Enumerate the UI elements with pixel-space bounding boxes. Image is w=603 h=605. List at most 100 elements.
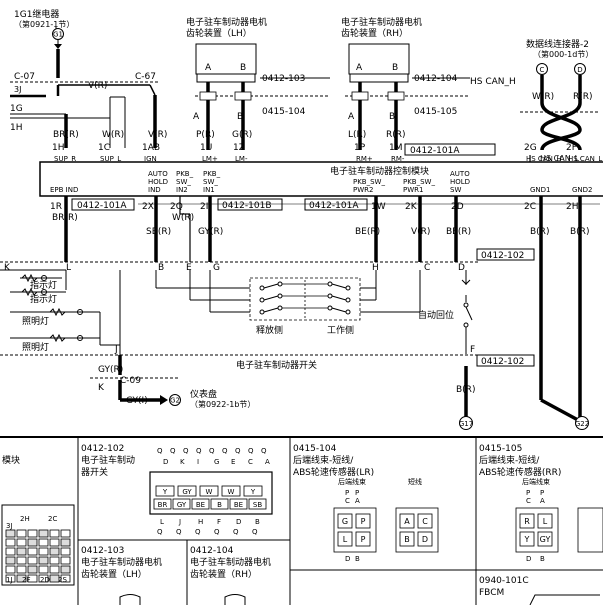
panel1-cell-top-label-2: W	[206, 488, 213, 496]
panel0-cell-4-5	[60, 565, 71, 574]
panel3-cell-label-1: L	[543, 517, 548, 526]
release-side-label: 释放侧	[256, 324, 283, 336]
c09-label: C-09	[120, 376, 141, 386]
panel1-cell-bot-label-5: SB	[253, 501, 262, 509]
module-bot-label-3-2: IN1	[203, 186, 215, 194]
panel2-cell-label-2: L	[343, 535, 348, 544]
panel0-cell-1-3	[38, 538, 49, 547]
panel1-cell-bot-0	[153, 498, 172, 510]
ground-g17: G17	[459, 420, 473, 428]
wire-r-r: R(R)	[386, 130, 406, 140]
panel1-letter-c: C	[248, 458, 253, 466]
module-bot-label-7-0: GND1	[530, 186, 551, 194]
switch-pin-f: F	[470, 345, 475, 355]
dlc-page: （第000-1d节）	[533, 49, 593, 59]
meter-connector-marker	[169, 394, 181, 406]
module-bot-label-1-2: IND	[148, 186, 161, 194]
module-bot-pin-1r: 1R	[50, 202, 62, 212]
bottom-wire-gy-r: GY(R)	[98, 365, 123, 375]
pin-1g: 1G	[10, 104, 23, 114]
panel1-bot-q-3: Q	[214, 528, 220, 536]
hs-can-l-label: HS CAN_L	[540, 154, 580, 163]
module-bot-label-3-1: SW_	[203, 178, 218, 186]
panel0-cell-2-0	[5, 547, 16, 556]
module-bot-label-6-0: AUTO	[450, 170, 470, 178]
panel0-cell-0-3	[38, 529, 49, 538]
panel2-short-cell-1	[417, 513, 433, 529]
conn-104: 0412-104	[414, 74, 458, 84]
module-bot-label-4-0: PKB_SW_	[353, 178, 385, 186]
panel3-cell-3	[537, 531, 553, 547]
panel0-cell-0-2	[27, 529, 38, 538]
module-top-label-1: SUP_L	[100, 155, 121, 163]
indicator-2: 指示灯	[30, 293, 57, 305]
panel0-grid	[5, 529, 71, 583]
panel3-top-p-1: P	[526, 489, 530, 497]
panel5-title-2: 齿轮装置（RH）	[190, 568, 257, 580]
conn-102-bot: 0412-102	[481, 357, 524, 367]
meter-label: 仪表盘	[190, 388, 217, 400]
panel0-cell-1-2	[27, 538, 38, 547]
module-bot-labels: EPB INDAUTOHOLDINDPKB_SW_IN2PKB_SW_IN1PK…	[50, 170, 593, 194]
panel1-cell-bot-label-0: BR	[158, 501, 168, 509]
panel2-cell-2	[337, 531, 353, 547]
panel2-code: 0415-104	[293, 444, 337, 454]
panel1-cell-bot-label-3: B	[217, 501, 222, 509]
panel0-cell-2-4	[49, 547, 60, 556]
panel1-cell-bot-4	[229, 498, 248, 510]
panel1-cell-top-label-3: W	[228, 488, 235, 496]
ground-g22-marker	[575, 416, 589, 430]
panel1-code: 0412-102	[81, 444, 124, 454]
motor-lh-pin-a: A	[205, 63, 212, 73]
panel0-pin-2f: 2F	[22, 576, 30, 584]
panel1-cell-bot-1	[172, 498, 191, 510]
panel2-sub-left: 后端线束	[338, 477, 366, 486]
panel3-cell-label-0: R	[524, 517, 530, 526]
wire-br-r-1: BR(R)	[53, 130, 79, 140]
module-bot-label-3-0: PKB_	[203, 170, 221, 178]
panel5-title-1: 电子驻车制动器电机	[190, 556, 271, 568]
conn-101a-bot2: 0412-101A	[309, 201, 359, 211]
module-top-label-4: LM-	[235, 155, 248, 163]
panel0-cell-5-5	[60, 574, 71, 583]
bottom-wire-b-r: B(R)	[456, 385, 475, 395]
panel1-cell-top-label-0: Y	[162, 488, 168, 496]
module-top-pin-2f: 2F	[566, 143, 577, 153]
panel0-cell-4-1	[16, 565, 27, 574]
panel0-cell-5-2	[27, 574, 38, 583]
panel4-code: 0412-103	[81, 546, 124, 556]
panel1-title-2: 器开关	[81, 466, 108, 478]
bottom-pin-k: K	[98, 383, 105, 393]
motor-rh-box	[348, 43, 410, 75]
module-top-pin-1p: 1P	[354, 143, 366, 153]
dlc-wire-r-r: R(R)	[573, 92, 593, 102]
wire-v-r-3: V(R)	[411, 227, 430, 237]
switch-pin-j: J	[114, 345, 118, 355]
panel1-cell-top-3	[221, 485, 241, 497]
panel1-top-q-2: Q	[183, 447, 189, 455]
motor-rh-sub: 齿轮装置（RH）	[341, 27, 408, 39]
panel1-letter-a: A	[265, 458, 270, 466]
panel2-short-cell-label-2: B	[404, 535, 410, 544]
panel1-bot-letter-d: D	[236, 518, 241, 526]
panel0-cell-3-5	[60, 556, 71, 565]
module-top-label-3: LM+	[202, 155, 218, 163]
panel1-cell-top-1	[177, 485, 197, 497]
panel3-sub-left: 后端线束	[522, 477, 550, 486]
panel2-short-cell-3	[417, 531, 433, 547]
panel1-top-q-7: Q	[248, 447, 254, 455]
module-top-pin-1c: 1C	[98, 143, 110, 153]
panel1-top-q-5: Q	[222, 447, 228, 455]
conn-101a-top: 0412-101A	[410, 146, 460, 156]
panel4-title-1: 电子驻车制动器电机	[81, 556, 162, 568]
panel0-cell-3-2	[27, 556, 38, 565]
motor-lh-title: 电子驻车制动器电机	[186, 16, 267, 28]
panel2-pin-b: B	[355, 555, 360, 563]
switch-pin-d: D	[458, 263, 465, 273]
module-bot-pin-2k: 2K	[405, 202, 418, 212]
panel1-bot-letter-j: J	[178, 518, 181, 526]
module-top-pin-2g: 2G	[524, 143, 537, 153]
